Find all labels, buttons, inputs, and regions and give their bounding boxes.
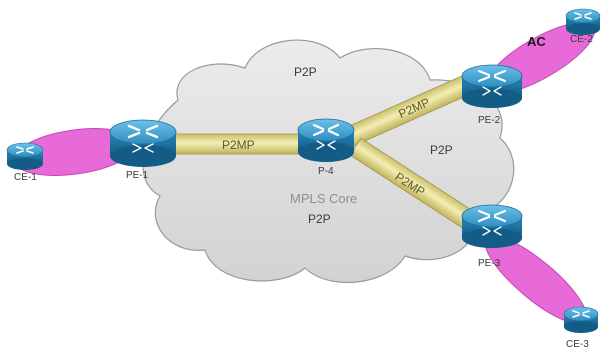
router-ce1-icon[interactable] xyxy=(6,142,44,170)
router-pe2-icon[interactable] xyxy=(461,64,523,108)
router-label-pe2: PE-2 xyxy=(478,115,501,126)
router-label-pe3: PE-3 xyxy=(478,258,501,269)
cloud-label-p2p-right: P2P xyxy=(430,143,453,157)
router-label-ce2: CE-2 xyxy=(570,34,593,45)
router-label-ce1: CE-1 xyxy=(14,172,37,183)
router-pe1-icon[interactable] xyxy=(109,119,177,167)
link-label-pe1-p4: P2MP xyxy=(222,138,255,152)
router-label-pe1: PE-1 xyxy=(126,170,149,181)
cloud-label-p2p-top: P2P xyxy=(294,65,317,79)
cloud-label-core-title: MPLS Core xyxy=(290,191,357,206)
router-label-p4: P-4 xyxy=(318,166,334,177)
router-pe3-icon[interactable] xyxy=(461,204,523,248)
router-ce2-icon[interactable] xyxy=(565,8,601,35)
link-label-attachment-circuit: AC xyxy=(527,34,546,49)
cloud-label-core-p2p: P2P xyxy=(308,212,331,226)
router-p4-icon[interactable] xyxy=(297,118,355,162)
router-label-ce3: CE-3 xyxy=(566,339,589,350)
router-ce3-icon[interactable] xyxy=(563,306,599,333)
